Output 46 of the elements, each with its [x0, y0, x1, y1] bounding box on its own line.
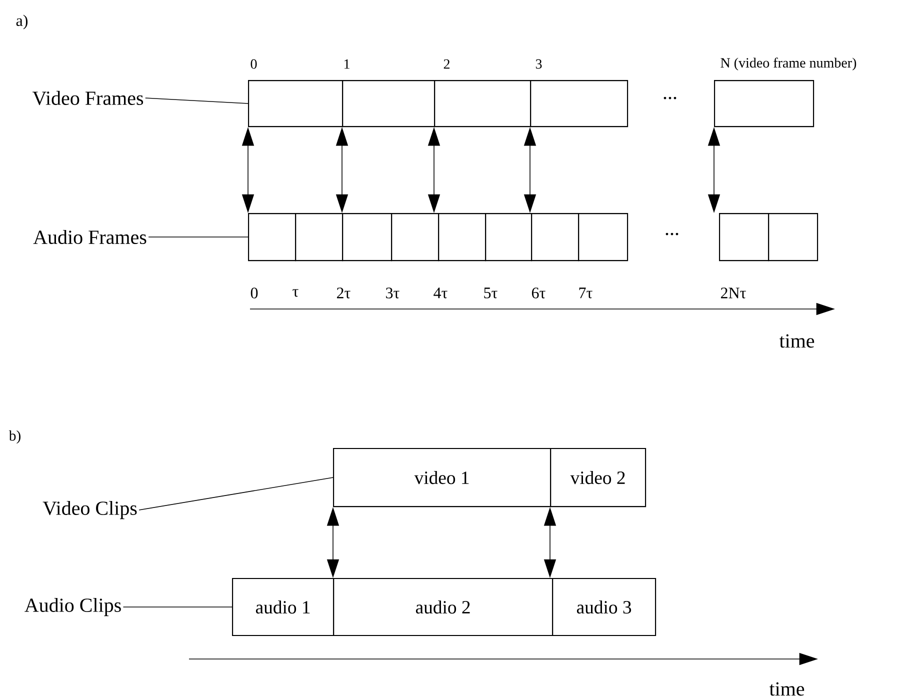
time-tick-label: τ — [292, 289, 298, 297]
audio-frame-cell — [342, 213, 392, 262]
time-tick-label: 2τ — [336, 288, 350, 298]
row-label: Audio Clips — [24, 598, 121, 616]
frame-number: 2 — [444, 59, 450, 69]
ellipsis: ... — [666, 232, 678, 236]
time-tick-label: 5τ — [484, 288, 498, 298]
leader-line — [138, 477, 334, 510]
video-clip-box: video 1 — [333, 448, 552, 508]
video-frame-cell — [530, 80, 628, 128]
axis-label: time — [779, 334, 814, 348]
audio-clip-box: audio 2 — [333, 578, 554, 636]
ellipsis: ... — [664, 96, 676, 100]
row-label: Video Frames — [32, 90, 144, 106]
audio-frame-cell — [438, 213, 486, 262]
video-clip-box: video 2 — [550, 448, 646, 508]
row-label: Video Clips — [42, 500, 137, 520]
video-frame-cell — [248, 80, 344, 128]
panel-label: b) — [8, 430, 20, 444]
video-frame-cell — [342, 80, 436, 128]
audio-frame-cell — [295, 213, 344, 262]
time-tick-label: 7τ — [579, 288, 592, 298]
audio-frame-cell — [578, 213, 628, 262]
audio-frame-cell — [248, 213, 296, 262]
time-tick-label: 6τ — [532, 288, 546, 298]
frame-number: 3 — [536, 59, 542, 69]
axis-label: time — [769, 682, 804, 696]
leader-line — [122, 606, 232, 608]
video-frame-cell — [714, 80, 814, 128]
frame-number: 1 — [344, 59, 350, 69]
panel-label: a) — [16, 14, 28, 30]
row-label: Audio Frames — [33, 230, 146, 244]
time-tick-label: 2Nτ — [720, 288, 746, 298]
time-tick-label: 0 — [250, 288, 258, 298]
audio-frame-cell — [391, 213, 440, 262]
video-frame-cell — [434, 80, 532, 128]
audio-clip-box: audio 1 — [232, 578, 334, 636]
audio-clip-box: audio 3 — [552, 578, 656, 636]
audio-frame-cell — [485, 213, 532, 262]
audio-frame-cell — [531, 213, 580, 262]
leader-line — [144, 98, 248, 104]
audio-frame-cell — [719, 213, 770, 262]
time-tick-label: 4τ — [434, 288, 448, 298]
time-tick-label: 3τ — [386, 288, 400, 298]
audio-frame-cell — [768, 213, 818, 262]
leader-line — [148, 236, 248, 238]
